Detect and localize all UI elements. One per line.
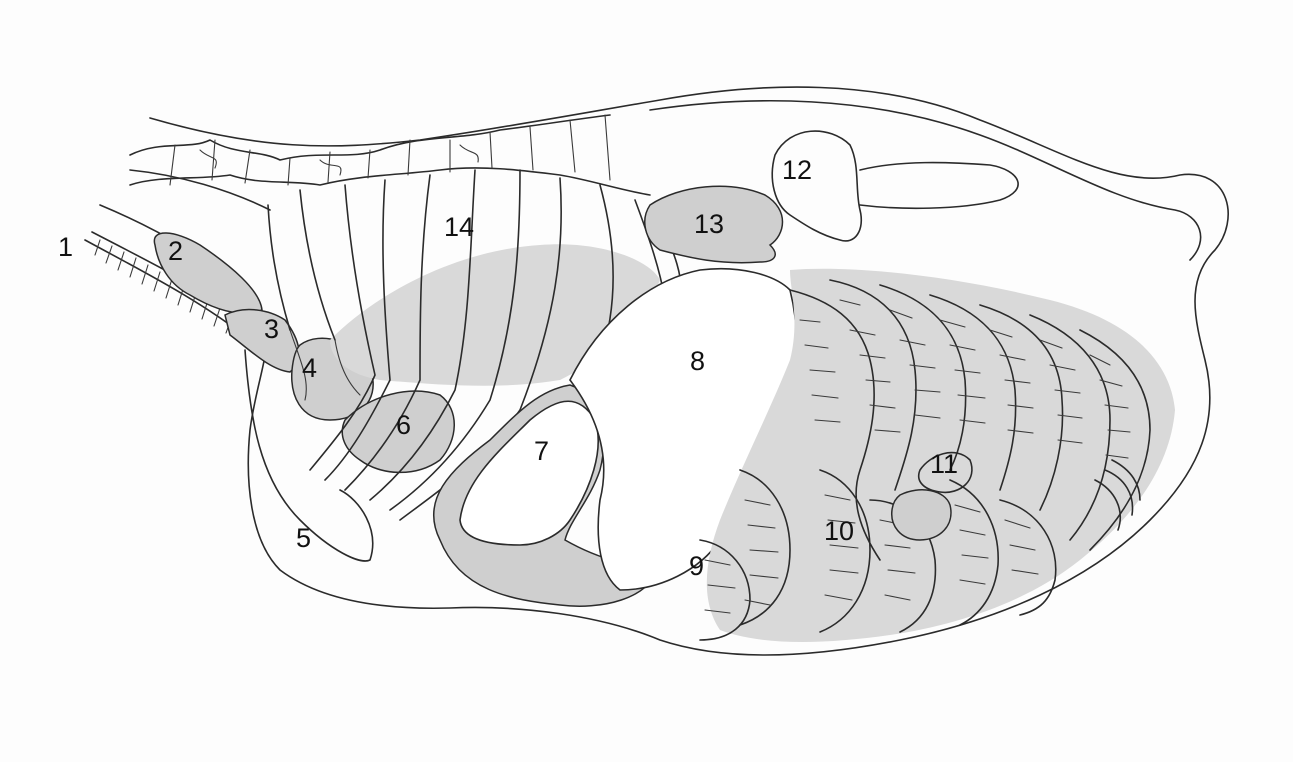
label-9: 9 bbox=[689, 553, 704, 580]
label-8: 8 bbox=[690, 348, 705, 375]
label-3: 3 bbox=[264, 316, 279, 343]
organ-7-inner bbox=[460, 401, 598, 545]
label-1: 1 bbox=[58, 234, 73, 261]
label-2: 2 bbox=[168, 238, 183, 265]
label-13: 13 bbox=[694, 211, 724, 238]
label-11: 11 bbox=[930, 451, 958, 478]
label-6: 6 bbox=[396, 412, 411, 439]
neck-line-upper bbox=[130, 170, 270, 210]
label-12: 12 bbox=[782, 157, 812, 184]
label-4: 4 bbox=[302, 355, 317, 382]
label-5: 5 bbox=[296, 525, 311, 552]
structure-3 bbox=[225, 310, 299, 372]
label-10: 10 bbox=[824, 518, 854, 545]
label-7: 7 bbox=[534, 438, 549, 465]
bone-12 bbox=[772, 131, 861, 241]
vertebrae bbox=[130, 115, 650, 195]
bone-12-extension bbox=[860, 163, 1018, 209]
label-14: 14 bbox=[444, 214, 474, 241]
